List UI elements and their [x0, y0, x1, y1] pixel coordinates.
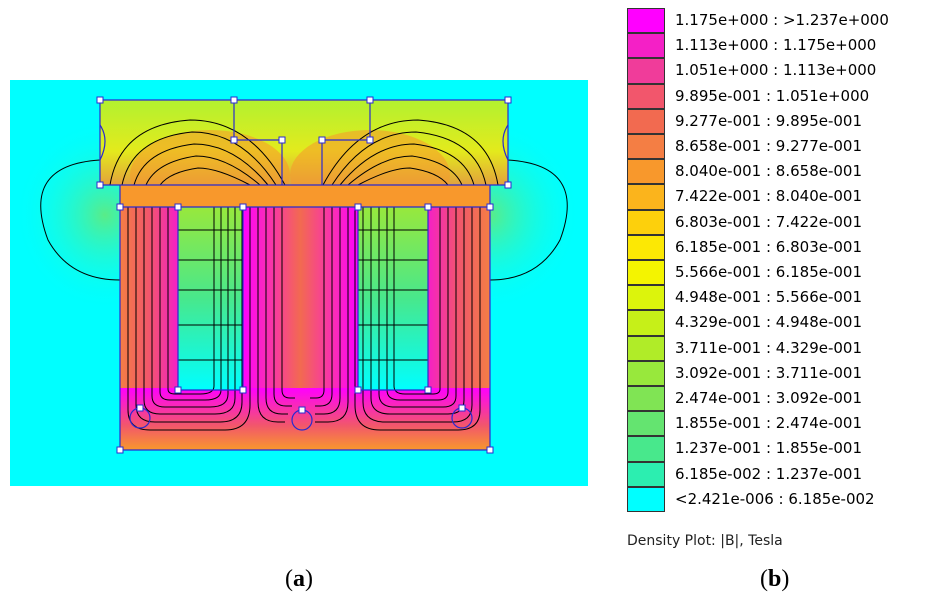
- legend-swatch: [627, 335, 665, 361]
- panel-a-open-paren: (: [285, 566, 293, 592]
- legend-swatch: [627, 234, 665, 260]
- legend-entry: 4.329e-001 : 4.948e-001: [627, 310, 927, 336]
- legend-label: 7.422e-001 : 8.040e-001: [675, 187, 863, 206]
- legend-label: 3.092e-001 : 3.711e-001: [675, 363, 863, 382]
- legend-entry: 1.113e+000 : 1.175e+000: [627, 33, 927, 59]
- legend-label: 3.711e-001 : 4.329e-001: [675, 338, 863, 357]
- legend-label: 9.895e-001 : 1.051e+000: [675, 86, 870, 105]
- legend-swatch: [627, 360, 665, 386]
- panel-a-letter: a: [293, 566, 305, 592]
- legend-entry: 8.040e-001 : 8.658e-001: [627, 159, 927, 185]
- panel-b-close-paren: ): [781, 566, 790, 592]
- panel-label-a: (a): [285, 566, 313, 593]
- legend-label: 6.185e-001 : 6.803e-001: [675, 237, 863, 256]
- panel-label-b: (b): [760, 566, 789, 593]
- panel-b-open-paren: (: [760, 566, 768, 592]
- legend-entry: 8.658e-001 : 9.277e-001: [627, 134, 927, 160]
- legend-entry: 2.474e-001 : 3.092e-001: [627, 386, 927, 412]
- legend-entry: 3.092e-001 : 3.711e-001: [627, 360, 927, 386]
- legend-swatch: [627, 486, 665, 512]
- legend-swatch: [627, 386, 665, 412]
- flux-density-plot: [10, 80, 588, 486]
- core-bottom-yoke: [120, 388, 490, 450]
- legend-swatch: [627, 285, 665, 311]
- legend-label: 2.474e-001 : 3.092e-001: [675, 389, 863, 407]
- legend-swatch: [627, 436, 665, 462]
- panel-b-letter: b: [768, 566, 782, 592]
- core-left-limb: [120, 207, 178, 407]
- legend-label: 1.855e-001 : 2.474e-001: [675, 414, 863, 433]
- legend-swatch: [627, 108, 665, 134]
- legend-swatch: [627, 58, 665, 84]
- legend-entry: 3.711e-001 : 4.329e-001: [627, 335, 927, 361]
- legend-label: 1.237e-001 : 1.855e-001: [675, 439, 863, 458]
- legend-entry: <2.421e-006 : 6.185e-002: [627, 486, 927, 512]
- legend-entry: 1.237e-001 : 1.855e-001: [627, 436, 927, 462]
- legend-swatch: [627, 411, 665, 437]
- legend-swatch: [627, 83, 665, 109]
- legend-swatch: [627, 310, 665, 336]
- legend-label: 6.803e-001 : 7.422e-001: [675, 212, 863, 231]
- legend-entry: 5.566e-001 : 6.185e-001: [627, 260, 927, 286]
- legend-label: 1.175e+000 : >1.237e+000: [675, 11, 889, 29]
- core-right-limb: [428, 207, 490, 407]
- panel-a-close-paren: ): [305, 566, 313, 592]
- legend-label: 8.658e-001 : 9.277e-001: [675, 137, 863, 155]
- legend-entry: 7.422e-001 : 8.040e-001: [627, 184, 927, 210]
- legend-entry: 1.175e+000 : >1.237e+000: [627, 8, 927, 34]
- legend-swatch: [627, 184, 665, 210]
- legend-label: 6.185e-002 : 1.237e-001: [675, 464, 863, 483]
- mesh-nodes: [96, 96, 512, 454]
- legend-title: Density Plot: |B|, Tesla: [627, 533, 783, 549]
- legend-label: 9.277e-001 : 9.895e-001: [675, 111, 863, 130]
- legend-swatch: [627, 134, 665, 160]
- legend-swatch: [627, 159, 665, 185]
- flux-lines: [40, 119, 568, 431]
- legend-swatch: [627, 209, 665, 235]
- legend-label: 4.948e-001 : 5.566e-001: [675, 288, 863, 307]
- legend-entry: 6.185e-002 : 1.237e-001: [627, 461, 927, 487]
- legend-entry: 4.948e-001 : 5.566e-001: [627, 285, 927, 311]
- legend-label: 8.040e-001 : 8.658e-001: [675, 162, 863, 181]
- legend-label: 1.113e+000 : 1.175e+000: [675, 36, 877, 55]
- legend-entry: 6.803e-001 : 7.422e-001: [627, 209, 927, 235]
- legend-label: <2.421e-006 : 6.185e-002: [675, 489, 875, 508]
- legend-entry: 9.895e-001 : 1.051e+000: [627, 83, 927, 109]
- core-top-yoke: [120, 185, 490, 207]
- legend-label: 5.566e-001 : 6.185e-001: [675, 263, 863, 281]
- legend-swatch: [627, 461, 665, 487]
- core-middle-limb: [243, 207, 358, 407]
- legend-label: 4.329e-001 : 4.948e-001: [675, 313, 863, 332]
- legend-entry: 9.277e-001 : 9.895e-001: [627, 108, 927, 134]
- left-window: [178, 207, 243, 390]
- legend-label: 1.051e+000 : 1.113e+000: [675, 61, 877, 80]
- legend-entry: 6.185e-001 : 6.803e-001: [627, 234, 927, 260]
- legend-swatch: [627, 33, 665, 59]
- legend-entry: 1.051e+000 : 1.113e+000: [627, 58, 927, 84]
- legend-swatch: [627, 260, 665, 286]
- legend-entry: 1.855e-001 : 2.474e-001: [627, 411, 927, 437]
- legend-swatch: [627, 8, 665, 34]
- right-window: [358, 207, 428, 390]
